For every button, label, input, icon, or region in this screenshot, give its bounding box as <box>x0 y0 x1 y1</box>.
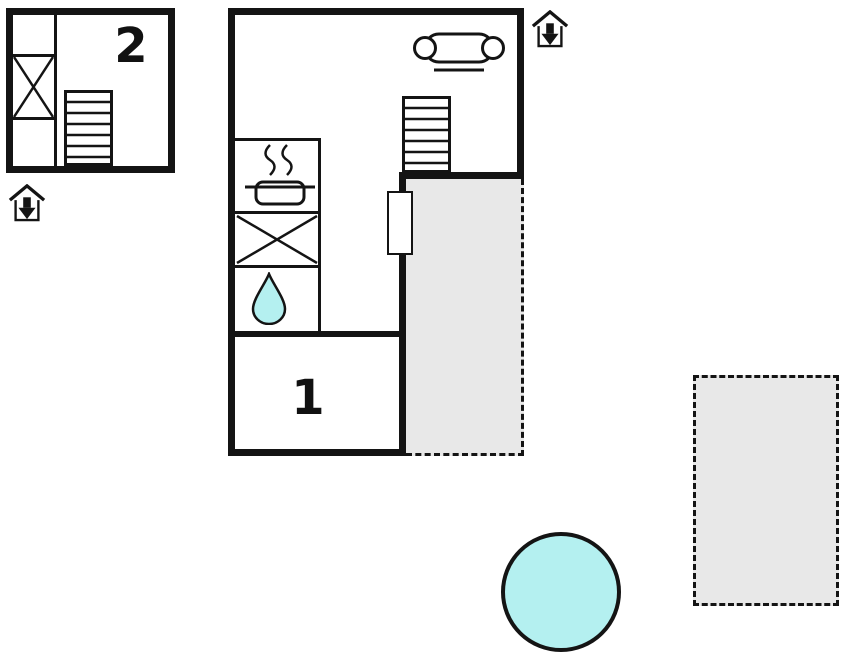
terrace-detached <box>693 375 839 606</box>
crossed-box-icon <box>236 215 318 264</box>
kitchen-line-top <box>235 138 321 141</box>
wall-top <box>228 8 524 15</box>
crossed-box-icon <box>13 54 54 120</box>
stairs-icon <box>402 96 451 173</box>
water-drop-icon <box>251 272 287 325</box>
stove-icon <box>245 144 315 206</box>
wall-room1-top <box>228 331 406 337</box>
sofa-icon <box>413 32 505 72</box>
annex-interior-wall <box>54 14 57 166</box>
pool <box>501 532 621 652</box>
wall-left <box>228 8 235 456</box>
terrace-attached <box>406 179 524 456</box>
wall-bottom <box>228 449 406 456</box>
entrance-icon <box>531 10 569 48</box>
room-label-annex: 2 <box>114 18 148 74</box>
kitchen-line-divider2 <box>235 265 321 268</box>
entrance-icon <box>8 184 46 222</box>
stairs-icon <box>64 90 113 166</box>
wall-inner-right <box>399 172 406 456</box>
kitchen-line-right <box>318 138 321 334</box>
kitchen-line-divider1 <box>235 211 321 214</box>
door <box>387 191 413 255</box>
wall-right-upper <box>517 8 524 179</box>
wall-step <box>399 172 524 179</box>
room-label-main: 1 <box>291 370 325 426</box>
